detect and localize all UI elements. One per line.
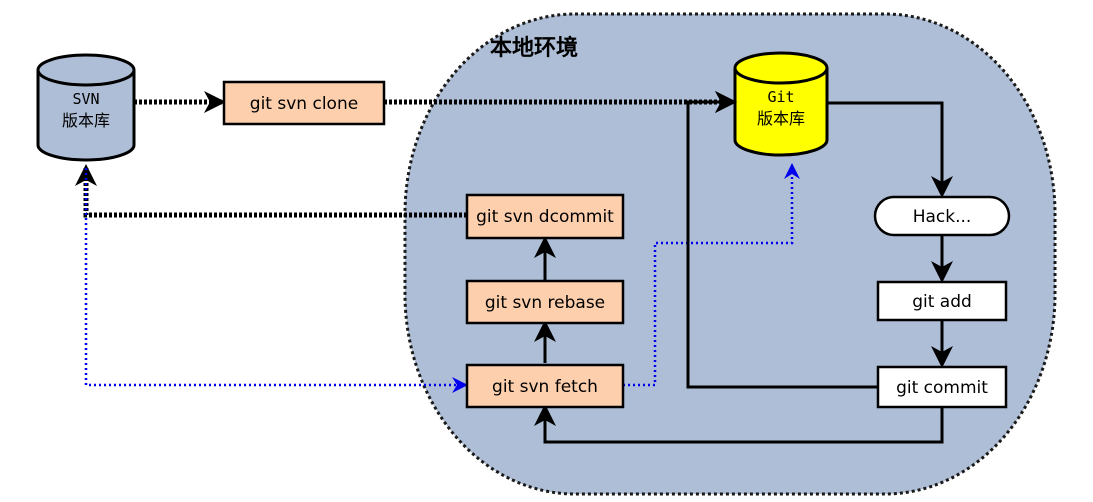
git-repository: Git 版本库 [733,51,829,157]
fetch-label: git svn fetch [492,377,598,397]
local-environment-shape [403,12,1057,496]
svn-repository: SVN 版本库 [36,53,136,162]
connectors [75,91,953,444]
rebase-box [465,279,625,325]
svn-repo-name: SVN [72,90,99,108]
hack-label: Hack... [913,207,972,227]
svn-cylinder-body [36,70,136,162]
local-environment-label: 本地环境 [490,35,578,61]
command-git-svn-dcommit: git svn dcommit [465,193,625,240]
clone-label: git svn clone [250,94,358,114]
svn-repo-sublabel: 版本库 [62,111,110,130]
hack-box [873,195,1011,237]
dcommit-box [465,193,625,240]
commit-to-fetch-arrow [534,404,944,444]
add-label: git add [912,292,972,312]
add-box [876,280,1008,322]
git-repo-sublabel: 版本库 [757,109,805,128]
git-to-hack-arrow [827,101,953,198]
dcommit-label: git svn dcommit [476,207,614,227]
command-git-commit: git commit [876,365,1008,409]
svn-to-fetch-arrow [84,168,468,393]
git-repo-name: Git [767,88,794,106]
command-git-svn-clone: git svn clone [222,80,386,126]
step-hack: Hack... [873,195,1011,237]
fetch-to-git-arrow [623,163,800,387]
commit-label: git commit [896,378,988,398]
fetch-box [465,363,625,409]
clone-box [222,80,386,126]
git-cylinder-body [733,68,829,157]
svn-cylinder-top [36,53,136,87]
command-git-add: git add [876,280,1008,322]
commit-box [876,365,1008,409]
local-environment-region: 本地环境 [403,12,1057,496]
git-cylinder-top [733,51,829,85]
command-git-svn-rebase: git svn rebase [465,279,625,325]
command-git-svn-fetch: git svn fetch [465,363,625,409]
rebase-label: git svn rebase [485,293,605,313]
commit-to-git-arrow [686,91,878,389]
